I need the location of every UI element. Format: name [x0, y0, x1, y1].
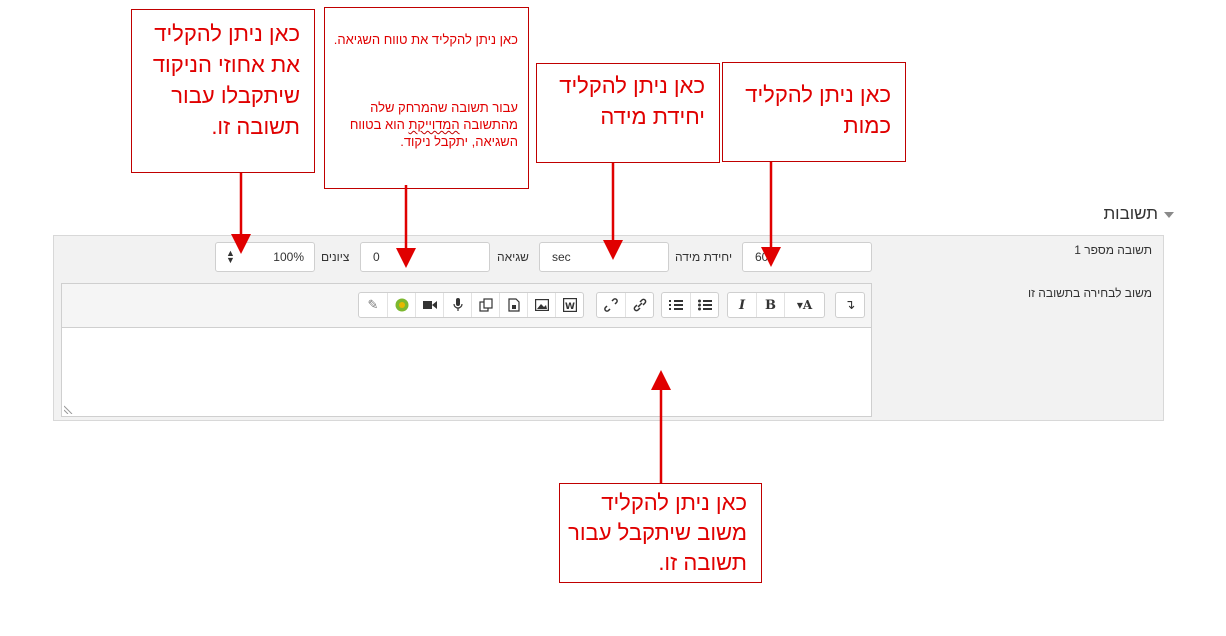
image-icon[interactable]: [527, 293, 555, 317]
unit-label: יחידת מידה: [675, 250, 733, 264]
callout-feedback: כאן ניתן להקליד משוב שיתקבל עבור תשובה ז…: [559, 483, 762, 583]
record-audio-icon[interactable]: [443, 293, 471, 317]
section-title: תשובות: [1103, 204, 1158, 223]
toolbar-group-media: ✎ W: [358, 292, 584, 318]
toolbar-group-collapse: ↴: [835, 292, 865, 318]
select-arrows-icon: ▲▼: [226, 248, 235, 265]
bullet-list-icon[interactable]: [690, 293, 718, 317]
callout-feedback-text: כאן ניתן להקליד משוב שיתקבל עבור תשובה ז…: [568, 490, 747, 575]
unlink-icon[interactable]: [597, 293, 625, 317]
svg-text:W: W: [565, 302, 575, 312]
toolbar-group-format: I B ▾A: [727, 292, 825, 318]
media-icon[interactable]: [499, 293, 527, 317]
callout-unit: כאן ניתן להקליד יחידת מידה: [536, 63, 720, 163]
editor-toolbar: ↴ I B ▾A ✎: [62, 284, 871, 328]
callout-grades: כאן ניתן להקליד את אחוזי הניקוד שיתקבלו …: [131, 9, 315, 173]
error-input[interactable]: 0: [360, 242, 490, 272]
callout-grades-text: כאן ניתן להקליד את אחוזי הניקוד שיתקבלו …: [152, 21, 300, 139]
toolbar-group-lists: [661, 292, 719, 318]
error-label: שגיאה: [497, 250, 529, 264]
link-icon[interactable]: [625, 293, 653, 317]
callout-amount-text: כאן ניתן להקליד כמות: [745, 82, 891, 138]
font-color-icon[interactable]: ▾A: [784, 293, 824, 317]
feedback-label: משוב לבחירה בתשובה זו: [1027, 286, 1152, 300]
section-header[interactable]: תשובות: [1103, 204, 1174, 224]
resize-handle-icon[interactable]: [64, 404, 74, 414]
callout-error-line2: עבור תשובה שהמרחק שלה מהתשובה המדוייקת ה…: [349, 100, 518, 149]
bold-icon[interactable]: B: [756, 293, 784, 317]
toolbar-toggle-icon[interactable]: ↴: [844, 297, 856, 313]
callout-amount: כאן ניתן להקליד כמות: [722, 62, 906, 162]
numbered-list-icon[interactable]: [662, 293, 690, 317]
feedback-editor[interactable]: ↴ I B ▾A ✎: [61, 283, 872, 417]
copy-icon[interactable]: [471, 293, 499, 317]
record-video-icon[interactable]: [415, 293, 443, 317]
word-paste-icon[interactable]: W: [555, 293, 583, 317]
callout-error-line1: כאן ניתן להקליד את טווח השגיאה.: [333, 32, 518, 47]
answer-row-label: תשובה מספר 1: [1074, 243, 1152, 257]
emoji-icon[interactable]: [387, 293, 415, 317]
callout-error: כאן ניתן להקליד את טווח השגיאה. עבור תשו…: [324, 7, 529, 189]
draw-icon[interactable]: ✎: [367, 297, 379, 313]
collapse-caret-icon[interactable]: [1164, 212, 1174, 218]
callout-unit-text: כאן ניתן להקליד יחידת מידה: [559, 73, 705, 129]
toolbar-group-links: [596, 292, 654, 318]
italic-icon[interactable]: I: [738, 297, 746, 313]
grade-label: ציונים: [321, 250, 350, 264]
